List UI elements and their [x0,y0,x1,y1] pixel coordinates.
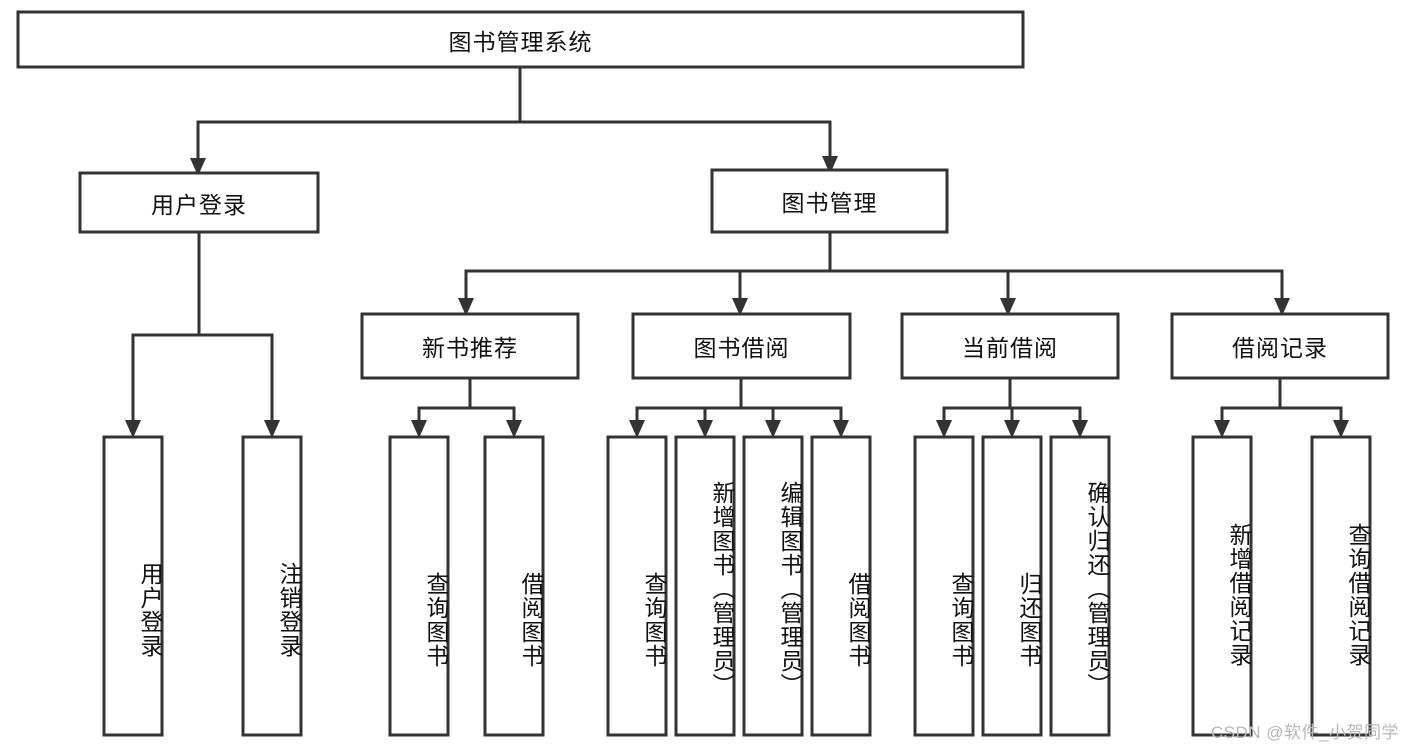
node-new-book-recommend-label: 新书推荐 [422,335,518,361]
connector-borrowrecords-to-leaves [1214,376,1349,438]
leaf-box[interactable] [913,435,975,737]
node-book-borrow-label: 图书借阅 [693,335,790,361]
leaf-box[interactable] [483,435,545,737]
node-borrow-record[interactable] [1170,312,1390,380]
node-root[interactable] [16,10,1025,69]
node-user-login[interactable] [78,171,320,234]
node-current-borrow-label: 当前借阅 [962,335,1058,361]
connector-newbooks-to-leaves [411,376,522,438]
connector-root-to-level2 [190,65,838,176]
leaf-box[interactable] [606,435,668,737]
leaf-box[interactable] [1191,435,1253,737]
node-book-borrow[interactable] [631,312,852,380]
node-user-login-label: 用户登录 [151,191,247,218]
connector-userlogin-to-leaves [125,230,280,438]
node-new-book-recommend[interactable] [360,312,580,380]
leaf-box[interactable] [810,435,872,737]
node-root-label: 图书管理系统 [448,28,593,55]
leaf-box[interactable] [388,435,450,737]
connector-borrowbooks-to-leaves [629,376,849,438]
leaf-box[interactable] [102,435,164,737]
csdn-watermark: CSDN @软件_小贺同学 [1210,723,1399,742]
connector-currentborrow-to-leaves [936,376,1088,438]
leaf-box[interactable] [1310,435,1372,737]
leaf-box[interactable] [241,435,303,737]
leaf-box[interactable] [1049,435,1111,737]
node-borrow-record-label: 借阅记录 [1232,335,1328,361]
node-current-borrow[interactable] [900,312,1120,380]
leaf-box[interactable] [742,435,804,737]
connector-bookmgmt-to-level3 [458,230,1290,316]
node-book-management-label: 图书管理 [781,190,878,216]
node-book-management[interactable] [710,168,949,234]
leaf-box[interactable] [674,435,736,737]
leaf-box[interactable] [981,435,1043,737]
